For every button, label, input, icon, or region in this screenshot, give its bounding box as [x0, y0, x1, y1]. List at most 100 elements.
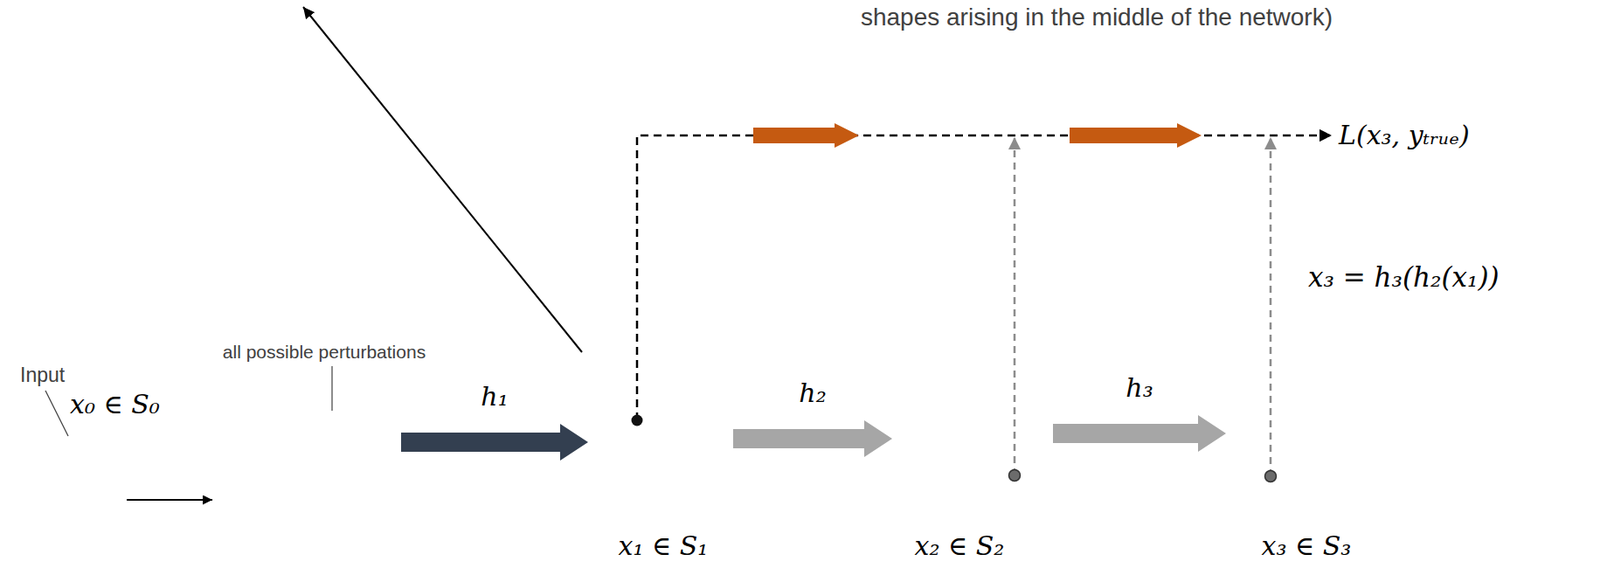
digit-tile: [345, 415, 361, 438]
tile-ground: [229, 491, 246, 515]
digit-tile: [353, 486, 370, 510]
text-holder: shapes arising in the middle of the netw…: [860, 2, 1333, 33]
layer-arrow: [733, 420, 893, 458]
digit-stroke: [236, 453, 246, 465]
perturbation-cube: all possible perturbations: [214, 388, 398, 580]
digit-stroke: [270, 437, 278, 447]
input-image: Inputx₀ ∈ S₀: [55, 433, 125, 521]
digit-stroke: [304, 464, 314, 475]
set-outline: [591, 381, 730, 482]
digit-stroke: [357, 498, 367, 510]
digit-stroke: [237, 444, 245, 454]
equation-label: x₃ = h₃(h₂(x₁)): [1308, 261, 1500, 294]
cube-top: [214, 388, 398, 429]
tile-ground: [353, 486, 370, 510]
set-outline: [1229, 336, 1434, 500]
function-label: h₁: [480, 380, 508, 413]
text-holder: h₁: [480, 380, 508, 413]
set-label: x₁ ∈ S₁: [618, 530, 709, 562]
function-label: h₃: [1125, 372, 1153, 404]
digit-tile: [233, 441, 250, 465]
digit-stroke: [252, 547, 262, 559]
flow-arrow: [126, 498, 213, 501]
layer-arrow: [401, 423, 589, 461]
tile-ground: [299, 509, 316, 533]
text-holder: x₃ ∈ S₃: [1261, 530, 1352, 562]
function-label: h₂: [798, 377, 826, 409]
cube-front: [214, 428, 337, 580]
digit-stroke: [374, 446, 381, 456]
digit-tile: [229, 491, 246, 515]
digit-stroke: [270, 446, 279, 458]
text-holder: x₀ ∈ S₀: [69, 388, 160, 421]
digit-stroke: [305, 455, 313, 465]
digit-stroke: [373, 455, 382, 466]
digit-stroke: [303, 521, 312, 533]
digit-tile: [249, 535, 265, 559]
tile-ground: [264, 486, 281, 510]
digit-stroke: [76, 475, 105, 507]
digit-tile: [310, 546, 326, 569]
digit-stroke: [304, 512, 312, 522]
tile-ground: [266, 434, 283, 458]
digit-stroke: [269, 490, 277, 499]
note-text: shapes arising in the middle of the netw…: [860, 2, 1333, 33]
gradient-arrow: [753, 123, 859, 148]
poly-shape: [1229, 336, 1434, 500]
digit-stroke: [79, 448, 103, 475]
tile-ground: [233, 441, 250, 465]
loss-node: L(x₃, yₜᵣᵤₑ): [1333, 116, 1476, 155]
text-holder: x₃ = h₃(h₂(x₁)): [1308, 261, 1500, 294]
text-holder: x₂ ∈ S₂: [914, 530, 1005, 562]
digit-shape: [55, 433, 125, 521]
cube-hidden-edge: [214, 388, 398, 580]
digit-stroke: [348, 427, 358, 438]
cube-shape: [214, 388, 398, 580]
sample-dot: [1009, 470, 1021, 482]
set-label: x₃ ∈ S₃: [1261, 530, 1352, 562]
poly-shape: [895, 346, 1050, 500]
tile-ground: [310, 546, 326, 569]
callout-label: Input: [20, 363, 65, 388]
leader-line: [331, 366, 333, 411]
digit-stroke: [268, 498, 278, 510]
text-holder: Input: [20, 363, 65, 388]
poly-shape: [591, 381, 730, 482]
digit-stroke: [313, 558, 323, 569]
text-holder: all possible perturbations: [222, 340, 426, 363]
digit-stroke: [349, 418, 357, 428]
text-holder: h₃: [1125, 372, 1153, 404]
text-holder: h₂: [798, 377, 826, 409]
digit-glyph: [76, 448, 105, 507]
digit-tile: [301, 451, 318, 475]
digit-stroke: [234, 495, 242, 505]
digit-stroke: [233, 504, 243, 515]
digit-stroke: [314, 549, 322, 559]
junction-head: [1264, 137, 1277, 150]
text-holder: x₁ ∈ S₁: [618, 530, 709, 562]
tile-ground: [345, 415, 361, 438]
sample-dot: [1265, 470, 1277, 483]
dashed-path: [1014, 135, 1332, 476]
tile-ground: [369, 443, 386, 466]
dashed-path: [1270, 135, 1332, 477]
digit-tile: [266, 434, 283, 458]
loss-label: L(x₃, yₜᵣᵤₑ): [1338, 119, 1470, 152]
set-polygon: x₁ ∈ S₁: [591, 381, 730, 482]
sample-dot: [631, 415, 644, 427]
callout-label: all possible perturbations: [222, 340, 426, 363]
dashed-path: [637, 135, 1332, 421]
cube-side: [336, 388, 398, 580]
leader-line: [45, 390, 69, 437]
set-polygon: x₂ ∈ S₂: [895, 346, 1050, 500]
tile-ground: [249, 535, 265, 559]
set-label: x₂ ∈ S₂: [914, 530, 1005, 562]
digit-stroke: [253, 539, 261, 548]
pointer-arrow: [303, 6, 582, 353]
image-ground: [55, 433, 125, 521]
text-holder: L(x₃, yₜᵣᵤₑ): [1338, 119, 1470, 152]
layer-arrow: [1052, 415, 1226, 452]
set-polygon: x₃ ∈ S₃: [1229, 336, 1434, 500]
junction-head: [1008, 137, 1021, 150]
